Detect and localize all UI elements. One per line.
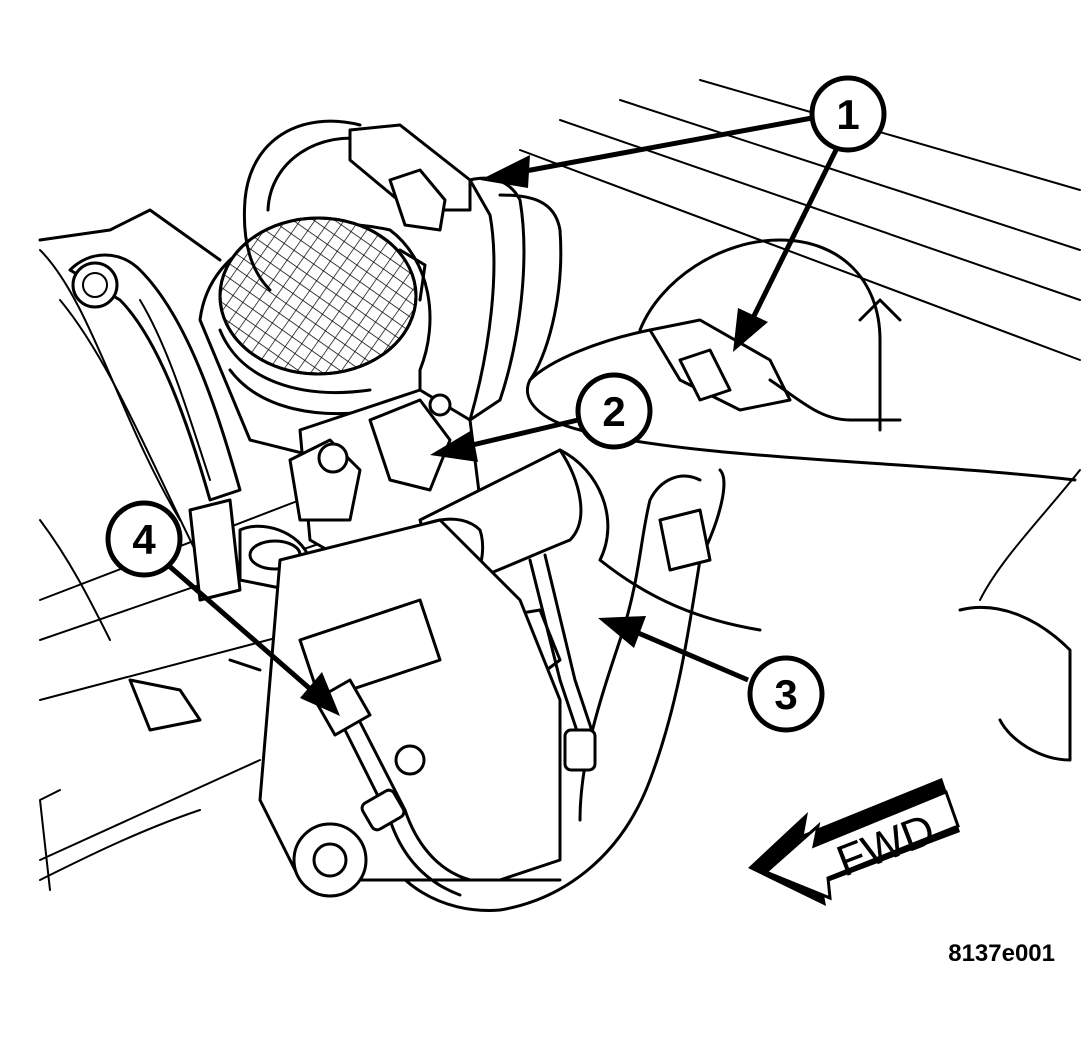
figure-id: 8137e001 bbox=[948, 940, 1055, 967]
callout-2: 2 bbox=[575, 372, 653, 450]
engine-block-lower bbox=[128, 518, 562, 898]
upper-hoses bbox=[242, 119, 1077, 482]
callout-2-label: 2 bbox=[602, 388, 625, 435]
callout-3: 3 bbox=[747, 655, 825, 733]
callout-1: 1 bbox=[809, 75, 887, 153]
air-filter-housing bbox=[198, 216, 432, 462]
callout-4-label: 4 bbox=[132, 516, 156, 563]
fwd-direction-arrow: FWD bbox=[748, 778, 960, 906]
intake-tube bbox=[68, 253, 242, 502]
callout-4: 4 bbox=[105, 500, 183, 578]
callout-3-label: 3 bbox=[774, 671, 797, 718]
callout-1-label: 1 bbox=[836, 91, 859, 138]
fuel-line bbox=[313, 678, 472, 897]
callout-arrows bbox=[166, 115, 839, 716]
